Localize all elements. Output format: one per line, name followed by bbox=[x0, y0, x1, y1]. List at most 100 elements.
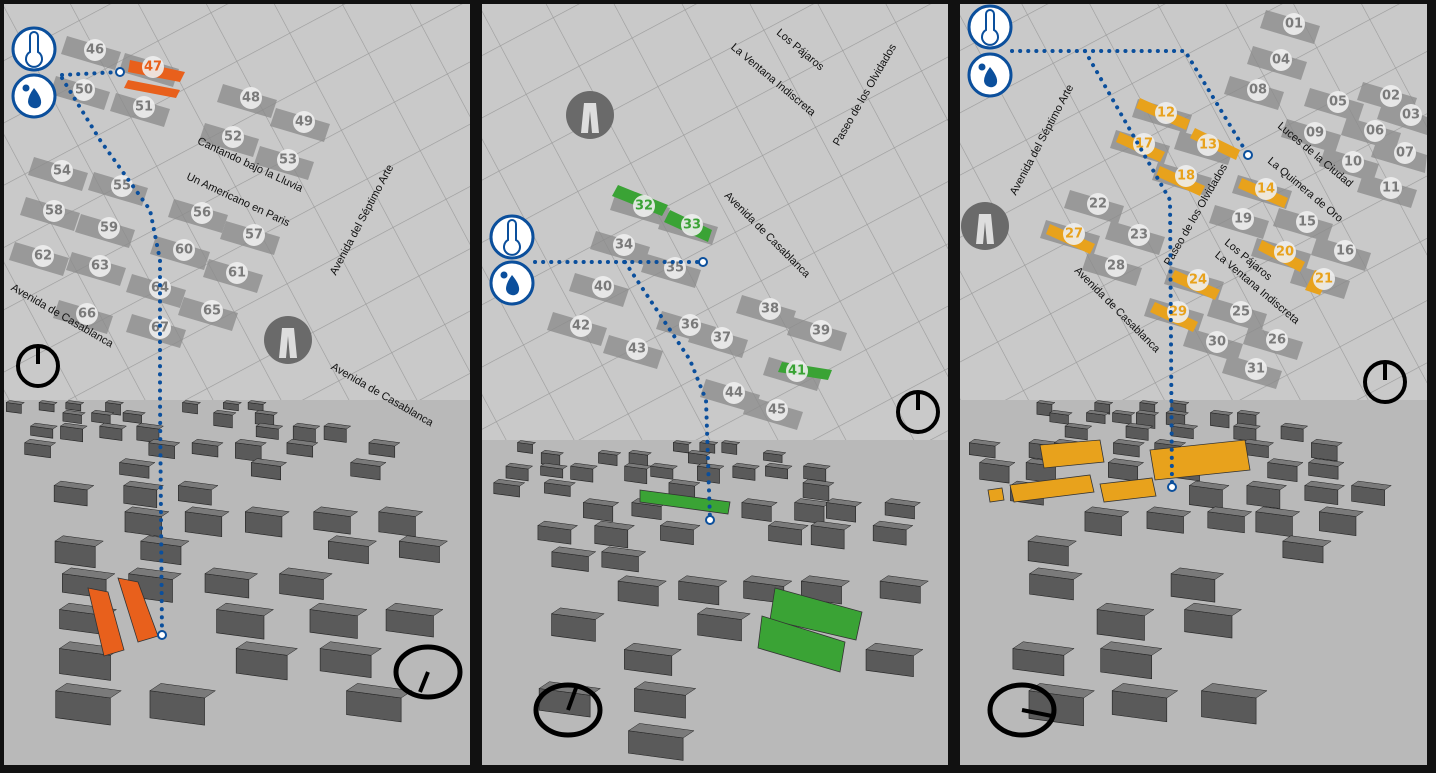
building-marker[interactable]: 48 bbox=[240, 87, 262, 109]
building-marker[interactable]: 37 bbox=[711, 327, 733, 349]
building-marker[interactable]: 02 bbox=[1380, 85, 1402, 107]
building-marker[interactable]: 43 bbox=[626, 338, 648, 360]
building-marker[interactable]: 51 bbox=[133, 96, 155, 118]
building-marker[interactable]: 09 bbox=[1304, 122, 1326, 144]
marker-label: 39 bbox=[812, 324, 830, 339]
3d-building-roof bbox=[24, 438, 57, 447]
3d-building-roof bbox=[5, 400, 26, 405]
building-marker[interactable]: 64 bbox=[149, 277, 171, 299]
building-marker[interactable]: 14 bbox=[1255, 178, 1277, 200]
building-marker[interactable]: 65 bbox=[201, 300, 223, 322]
building-marker[interactable]: 07 bbox=[1394, 142, 1416, 164]
3d-building-roof bbox=[313, 506, 359, 517]
building-marker[interactable]: 45 bbox=[766, 399, 788, 421]
thermometer-icon[interactable] bbox=[489, 214, 535, 260]
building-marker[interactable]: 61 bbox=[226, 262, 248, 284]
3d-building-roof bbox=[1170, 567, 1225, 580]
marker-circle bbox=[759, 298, 781, 320]
3d-building-roof bbox=[493, 478, 526, 487]
building-marker[interactable]: 05 bbox=[1327, 91, 1349, 113]
building-marker[interactable]: 34 bbox=[613, 234, 635, 256]
building-marker[interactable]: 20 bbox=[1274, 241, 1296, 263]
building-marker[interactable]: 63 bbox=[89, 255, 111, 277]
thermometer-icon[interactable] bbox=[967, 4, 1013, 50]
3d-building-roof bbox=[177, 480, 219, 491]
building-marker[interactable]: 19 bbox=[1232, 208, 1254, 230]
building-marker[interactable]: 23 bbox=[1128, 224, 1150, 246]
building-marker[interactable]: 04 bbox=[1270, 49, 1292, 71]
building-marker[interactable]: 62 bbox=[32, 245, 54, 267]
building-marker[interactable]: 40 bbox=[592, 276, 614, 298]
3d-building-roof bbox=[764, 462, 793, 470]
3d-building-roof bbox=[516, 440, 537, 445]
building-marker[interactable]: 01 bbox=[1283, 13, 1305, 35]
building-marker[interactable]: 24 bbox=[1187, 269, 1209, 291]
building-marker[interactable]: 60 bbox=[173, 239, 195, 261]
thermometer-icon[interactable] bbox=[11, 26, 57, 72]
3d-building-roof bbox=[1209, 409, 1234, 416]
building-marker[interactable]: 16 bbox=[1334, 240, 1356, 262]
clock-hand bbox=[566, 687, 578, 711]
building-marker[interactable]: 52 bbox=[222, 126, 244, 148]
building-marker[interactable]: 67 bbox=[149, 317, 171, 339]
highlighted-3d-building bbox=[87, 587, 125, 657]
building-marker[interactable]: 32 bbox=[633, 195, 655, 217]
building-marker[interactable]: 27 bbox=[1063, 223, 1085, 245]
building-marker[interactable]: 13 bbox=[1197, 134, 1219, 156]
building-marker[interactable]: 10 bbox=[1342, 151, 1364, 173]
3d-building-roof bbox=[385, 602, 444, 617]
building-marker[interactable]: 56 bbox=[191, 202, 213, 224]
building-marker[interactable]: 30 bbox=[1206, 331, 1228, 353]
building-marker[interactable]: 41 bbox=[786, 360, 808, 382]
building-marker[interactable]: 18 bbox=[1175, 165, 1197, 187]
building-marker[interactable]: 33 bbox=[681, 214, 703, 236]
building-marker[interactable]: 47 bbox=[142, 56, 164, 78]
building-marker[interactable]: 36 bbox=[679, 314, 701, 336]
building-marker[interactable]: 35 bbox=[664, 257, 686, 279]
building-marker[interactable]: 31 bbox=[1245, 358, 1267, 380]
building-marker[interactable]: 26 bbox=[1266, 329, 1288, 351]
building-marker[interactable]: 03 bbox=[1400, 104, 1422, 126]
drop-shape bbox=[28, 88, 42, 109]
building-marker[interactable]: 42 bbox=[570, 315, 592, 337]
building-marker[interactable]: 12 bbox=[1155, 102, 1177, 124]
building-marker[interactable]: 08 bbox=[1247, 79, 1269, 101]
building-marker[interactable]: 49 bbox=[293, 111, 315, 133]
building-marker[interactable]: 06 bbox=[1364, 120, 1386, 142]
building-marker[interactable]: 25 bbox=[1230, 301, 1252, 323]
building-marker[interactable]: 44 bbox=[723, 382, 745, 404]
building-marker[interactable]: 50 bbox=[73, 79, 95, 101]
3d-building-roof bbox=[543, 478, 577, 487]
building-marker[interactable]: 15 bbox=[1296, 211, 1318, 233]
3d-building-roof bbox=[55, 683, 122, 699]
building-marker[interactable]: 22 bbox=[1087, 193, 1109, 215]
building-marker[interactable]: 58 bbox=[43, 200, 65, 222]
3d-building-roof bbox=[215, 602, 275, 617]
building-marker[interactable]: 54 bbox=[51, 160, 73, 182]
building-marker[interactable]: 21 bbox=[1313, 268, 1335, 290]
marker-label: 55 bbox=[113, 179, 131, 194]
building-marker[interactable]: 57 bbox=[243, 224, 265, 246]
building-marker[interactable]: 29 bbox=[1167, 301, 1189, 323]
building-marker[interactable]: 39 bbox=[810, 320, 832, 342]
building-marker[interactable]: 59 bbox=[98, 217, 120, 239]
building-marker[interactable]: 17 bbox=[1133, 133, 1155, 155]
3d-building-roof bbox=[601, 546, 647, 557]
monument-icon bbox=[961, 202, 1009, 250]
building-marker[interactable]: 66 bbox=[76, 303, 98, 325]
marker-label: 38 bbox=[761, 302, 779, 317]
marker-circle bbox=[1255, 178, 1277, 200]
marker-circle bbox=[1197, 134, 1219, 156]
building-marker[interactable]: 28 bbox=[1105, 255, 1127, 277]
marker-circle bbox=[1274, 241, 1296, 263]
water-drop-icon[interactable] bbox=[967, 52, 1013, 98]
marker-label: 02 bbox=[1382, 89, 1400, 104]
building-marker[interactable]: 53 bbox=[277, 149, 299, 171]
building-marker[interactable]: 11 bbox=[1380, 177, 1402, 199]
building-marker[interactable]: 38 bbox=[759, 298, 781, 320]
water-drop-icon[interactable] bbox=[489, 260, 535, 306]
3d-building-roof bbox=[1236, 409, 1261, 416]
water-drop-icon[interactable] bbox=[11, 73, 57, 119]
building-marker[interactable]: 46 bbox=[84, 39, 106, 61]
marker-circle bbox=[613, 234, 635, 256]
